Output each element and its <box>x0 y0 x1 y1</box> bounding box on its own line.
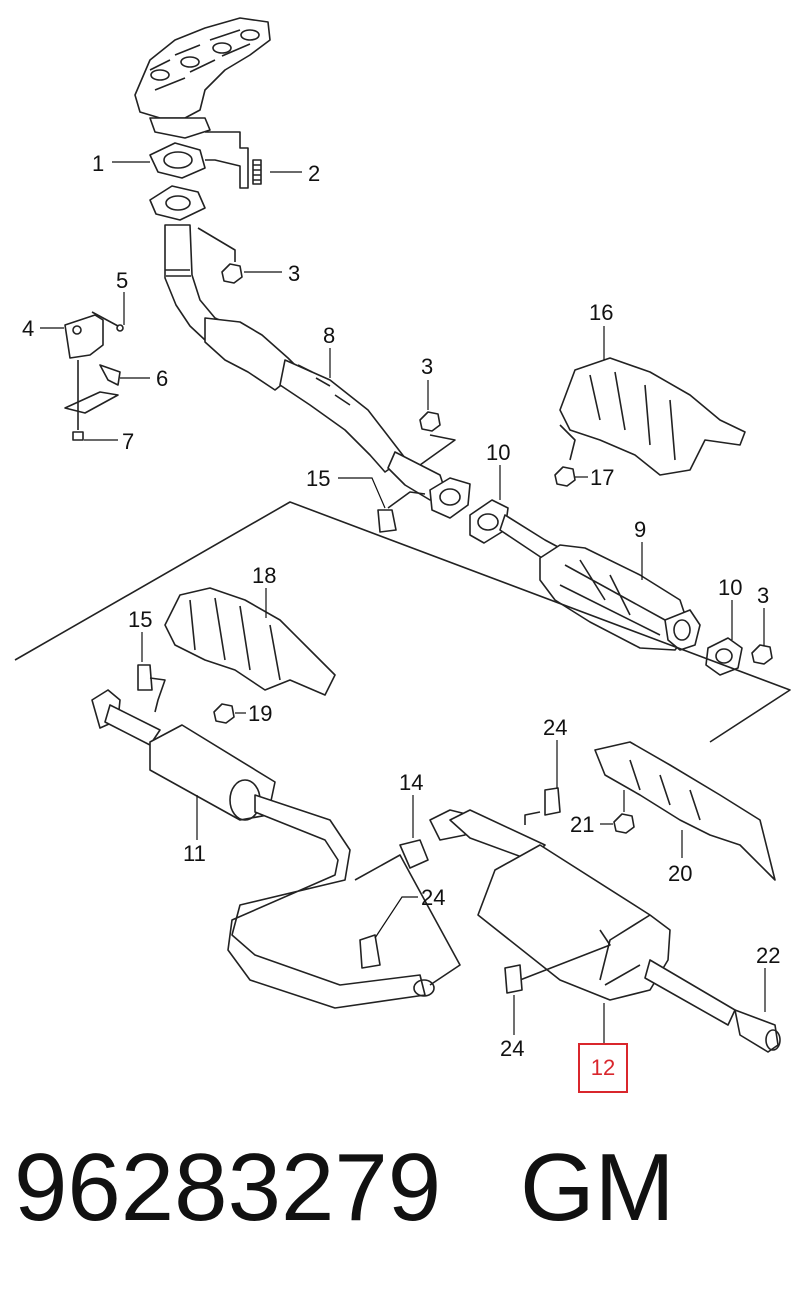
nut-part-3-top <box>197 227 243 284</box>
nut-part-3-right <box>751 644 773 665</box>
leader-lines <box>40 161 766 1043</box>
callout-15-left: 15 <box>128 607 152 632</box>
downpipe-flange <box>149 185 206 221</box>
callout-10-right: 10 <box>718 575 742 600</box>
highlight-box <box>578 1043 628 1093</box>
callout-24-left: 24 <box>421 885 445 910</box>
stud-part-2 <box>205 131 262 189</box>
hanger-part-24-top <box>544 787 561 816</box>
callout-4: 4 <box>22 316 34 341</box>
bracket-assembly <box>64 311 124 441</box>
callout-6: 6 <box>156 366 168 391</box>
callout-9: 9 <box>634 517 646 542</box>
exhaust-manifold <box>134 17 271 139</box>
callout-15-mid: 15 <box>306 466 330 491</box>
nut-part-3-mid <box>419 411 456 466</box>
catalytic-converter-part-9 <box>539 544 701 651</box>
pipe-section-part-8 <box>204 317 446 501</box>
callout-17: 17 <box>590 465 614 490</box>
tailpipe-part-22 <box>644 959 781 1053</box>
callout-21: 21 <box>570 812 594 837</box>
heat-shield-part-18 <box>164 587 336 696</box>
callout-20: 20 <box>668 861 692 886</box>
callout-12-highlighted: 12 <box>590 1055 616 1080</box>
rear-muffler-part-12 <box>449 809 671 1001</box>
hanger-part-15-left <box>137 664 166 713</box>
hanger-part-15-mid <box>377 491 426 533</box>
callout-8: 8 <box>323 323 335 348</box>
callout-11: 11 <box>183 841 206 866</box>
callout-16: 16 <box>589 300 613 325</box>
exhaust-system-diagram: 1 2 3 4 5 6 7 8 3 16 17 15 10 9 10 3 18 … <box>14 17 791 1061</box>
nut-part-19 <box>213 703 235 724</box>
callout-18: 18 <box>252 563 276 588</box>
callout-2: 2 <box>308 161 320 186</box>
brand-name: GM <box>520 1134 675 1241</box>
callout-19: 19 <box>248 701 272 726</box>
callout-24-top: 24 <box>543 715 567 740</box>
callout-labels: 1 2 3 4 5 6 7 8 3 16 17 15 10 9 10 3 18 … <box>22 151 780 1061</box>
heat-shield-part-16 <box>559 357 746 476</box>
callout-1: 1 <box>92 151 104 176</box>
gasket-part-10-right <box>705 637 743 676</box>
nut-part-17 <box>554 466 576 487</box>
callout-3-right: 3 <box>757 583 769 608</box>
assembly-outline <box>14 501 791 743</box>
callout-3-top: 3 <box>288 261 300 286</box>
gasket-part-1 <box>149 142 206 179</box>
callout-14: 14 <box>399 770 423 795</box>
callout-3-mid: 3 <box>421 354 433 379</box>
callout-24-bottom: 24 <box>500 1036 524 1061</box>
callout-22: 22 <box>756 943 780 968</box>
flange-joint-10 <box>429 477 509 544</box>
part-number: 96283279 <box>14 1134 442 1241</box>
callout-10-mid: 10 <box>486 440 510 465</box>
callout-5: 5 <box>116 268 128 293</box>
hanger-part-24-left <box>354 854 461 986</box>
nut-part-21 <box>613 813 635 834</box>
hanger-part-24-bottom <box>504 964 523 994</box>
heat-shield-part-20 <box>594 741 776 881</box>
callout-7: 7 <box>122 429 134 454</box>
intermediate-muffler-part-11 <box>91 689 435 1009</box>
